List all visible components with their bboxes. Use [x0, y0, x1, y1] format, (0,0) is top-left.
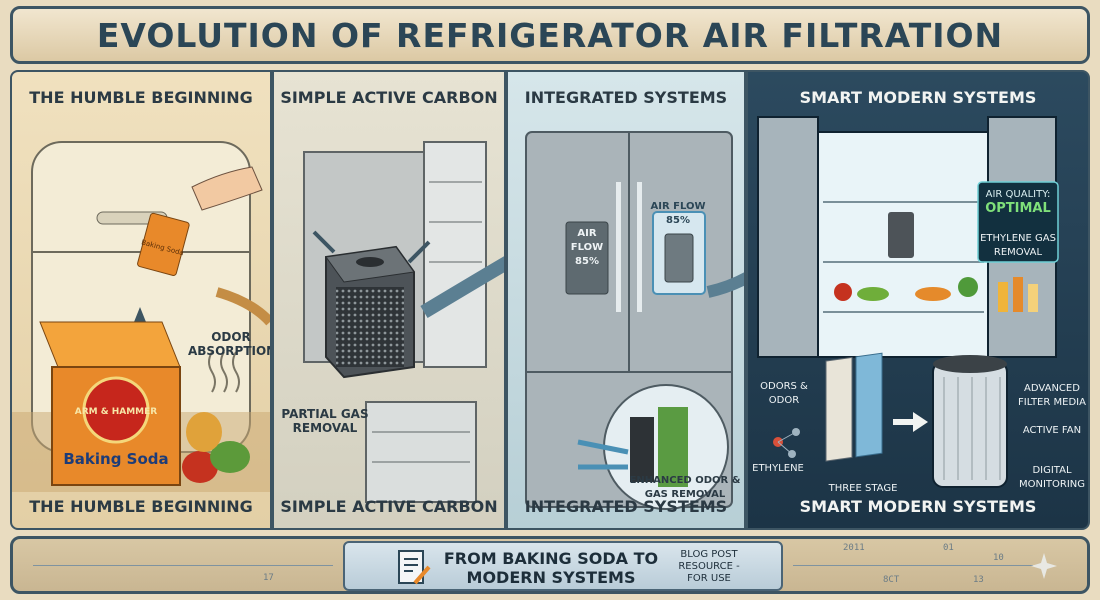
- smart-filter-icon: [888, 212, 914, 258]
- carrot-icon: [915, 287, 951, 301]
- airflow-arrow-icon: [312, 230, 336, 254]
- odor-absorption-label: ODOR ABSORPTION: [188, 330, 272, 358]
- feature-digital-monitoring: DIGITAL MONITORING: [1018, 465, 1086, 490]
- air-quality-value: OPTIMAL: [985, 201, 1051, 216]
- smart-scene: [757, 116, 1059, 488]
- flow-arrow-icon: [215, 287, 270, 326]
- feature-filter-media: ADVANCED FILTER MEDIA: [1018, 383, 1086, 408]
- left-door-icon: [757, 116, 819, 358]
- banner-side-text: BLOG POST RESOURCE - FOR USE: [678, 549, 740, 584]
- apple-icon: [834, 283, 852, 301]
- partial-gas-removal-label: PARTIAL GAS REMOVAL: [281, 407, 369, 435]
- box-brand: ARM & HAMMER: [75, 407, 158, 417]
- panel-simple-active-carbon: SIMPLE ACTIVE CARBON: [272, 70, 506, 530]
- panel-heading: THE HUMBLE BEGINNING: [29, 88, 253, 107]
- deco-number: 17: [263, 573, 274, 583]
- produce-icon: [658, 407, 688, 487]
- cucumber-icon: [210, 441, 250, 473]
- flow-arrow-icon: [706, 272, 744, 298]
- document-pencil-icon: [398, 550, 431, 585]
- deco-number: 8CT: [883, 575, 900, 585]
- lower-fridge-icon: [365, 401, 477, 503]
- panel-footer: SIMPLE ACTIVE CARBON: [280, 497, 498, 516]
- active-carbon-scene: [303, 141, 504, 503]
- title-bar: EVOLUTION OF REFRIGERATOR AIR FILTRATION: [10, 6, 1090, 64]
- panel-heading: INTEGRATED SYSTEMS: [524, 88, 728, 107]
- box-label: Baking Soda: [63, 450, 168, 468]
- three-stage-label: THREE STAGE: [828, 483, 898, 494]
- baking-soda-packet-icon: Baking Soda: [137, 212, 190, 276]
- odors-label: ODORS & ODOR: [760, 381, 808, 406]
- sparkle-icon: [1031, 553, 1057, 579]
- door-airflow-readout: AIR FLOW 85%: [570, 228, 604, 267]
- ethylene-label: ETHYLENE: [752, 463, 804, 474]
- pepper-icon: [186, 412, 222, 452]
- filter-stage-icon: [825, 356, 853, 462]
- dispenser-icon: [565, 221, 609, 295]
- integrated-scene: [525, 131, 744, 510]
- flow-arrow-icon: [420, 256, 504, 319]
- page-title: EVOLUTION OF REFRIGERATOR AIR FILTRATION: [96, 15, 1004, 55]
- deco-number: 10: [993, 553, 1004, 563]
- hand-icon: [191, 166, 263, 211]
- carbon-layer-icon: [630, 417, 654, 482]
- tomato-icon: [182, 451, 218, 483]
- panel-footer: INTEGRATED SYSTEMS: [524, 497, 728, 516]
- panel-footer: SMART MODERN SYSTEMS: [799, 497, 1037, 516]
- panel-heading: SIMPLE ACTIVE CARBON: [280, 88, 498, 107]
- deco-number: 01: [943, 543, 954, 553]
- odor-wave-icon: [208, 351, 216, 393]
- banner-scroll: FROM BAKING SODA TO MODERN SYSTEMS BLOG …: [343, 541, 783, 591]
- panel-heading: SMART MODERN SYSTEMS: [799, 88, 1037, 107]
- panel-humble-beginning: THE HUMBLE BEGINNING Baking Soda ARM & H…: [10, 70, 272, 530]
- panel-footer: THE HUMBLE BEGINNING: [29, 497, 253, 516]
- panel-integrated-systems: INTEGRATED SYSTEMS AIR FLOW 85% AIR FLOW…: [506, 70, 746, 530]
- filter-airflow-readout: AIR FLOW 85%: [650, 201, 706, 226]
- filter-cartridge-icon: [664, 233, 694, 283]
- deco-number: 13: [973, 575, 984, 585]
- enhanced-removal-label: ENHANCED ODOR & GAS REMOVAL: [629, 475, 741, 500]
- deco-number: 2011: [843, 543, 865, 553]
- air-quality-display: [977, 181, 1059, 263]
- panel-smart-modern-systems: SMART MODERN SYSTEMS: [746, 70, 1090, 530]
- ethylene-gas-removal-box: ETHYLENE GAS REMOVAL: [980, 233, 1056, 258]
- airflow-arrow-icon: [577, 439, 629, 455]
- air-quality-label: AIR QUALITY:: [985, 189, 1051, 200]
- evolution-panels: THE HUMBLE BEGINNING Baking Soda ARM & H…: [10, 70, 1090, 530]
- feature-active-fan: ACTIVE FAN: [1022, 425, 1082, 436]
- baking-soda-scene: Baking Soda ARM & HAMMER Baking Soda: [12, 141, 270, 492]
- bottom-banner: 17 2011 01 10 8CT 13 FROM BAKING SODA TO…: [10, 536, 1090, 594]
- banner-main-text: FROM BAKING SODA TO MODERN SYSTEMS: [443, 549, 659, 587]
